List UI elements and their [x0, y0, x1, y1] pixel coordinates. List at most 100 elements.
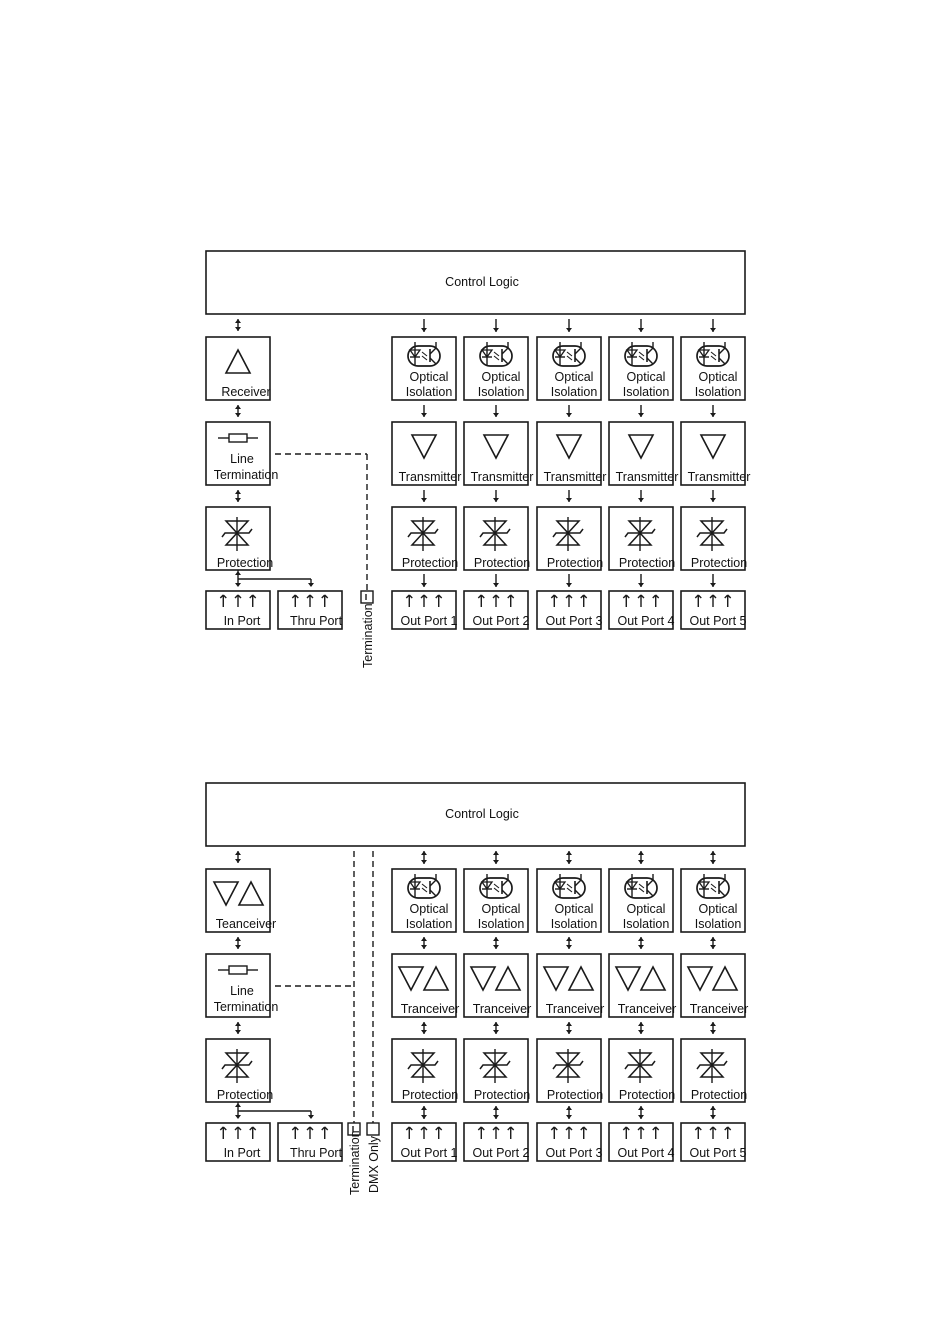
output-channel-1: OpticalIsolationTranceiverProtectionOut … — [391, 851, 460, 1162]
out-port-1 — [391, 590, 457, 630]
diagram-bottom-diagram: Control LogicTeanceiverLineTerminationPr… — [205, 782, 749, 1195]
bidirectional-arrow — [235, 1022, 241, 1034]
arrow-head — [638, 860, 644, 864]
out-port-4 — [608, 1122, 674, 1162]
output-channel-4: OpticalIsolationTranceiverProtectionOut … — [608, 851, 676, 1162]
arrow-head — [235, 490, 241, 494]
port-pins-icon — [291, 1126, 329, 1139]
arrow-head — [235, 583, 241, 587]
transceiver-block — [680, 953, 746, 1018]
down-arrow — [421, 405, 427, 417]
in-port — [205, 590, 271, 630]
down-arrow — [421, 574, 427, 587]
bidirectional-arrow — [566, 1022, 572, 1034]
optocoupler-icon — [552, 874, 586, 899]
optical-isolation-block — [463, 868, 529, 933]
isolation-label: Isolation — [551, 917, 598, 931]
out-port-5 — [680, 1122, 746, 1162]
arrow-head — [710, 937, 716, 941]
out-port-5 — [680, 590, 746, 630]
arrow-head — [493, 945, 499, 949]
arrow-head — [710, 1030, 716, 1034]
protection-label: Protection — [547, 1088, 603, 1102]
receiver-triangle-icon — [494, 965, 522, 991]
optocoupler-icon — [696, 342, 730, 367]
arrow-head — [710, 945, 716, 949]
line-termination-block — [205, 953, 271, 1018]
port-pins-icon — [291, 594, 329, 607]
tvs-diode-icon — [624, 1049, 656, 1083]
down-arrow — [421, 490, 427, 502]
down-arrow — [493, 490, 499, 502]
line-termination-label-2: Termination — [214, 468, 279, 482]
transmitter-triangle-icon — [410, 434, 438, 460]
dmx-switch-icon — [366, 1122, 380, 1136]
bidirectional-arrow — [235, 490, 241, 502]
arrow-head — [638, 937, 644, 941]
receiver-label: Receiver — [221, 385, 270, 399]
arrow-head — [421, 860, 427, 864]
protection-label: Protection — [217, 1088, 273, 1102]
bidirectional-arrow — [710, 1106, 716, 1119]
arrow-head — [493, 851, 499, 855]
down-arrow — [710, 319, 716, 332]
arrow-head — [710, 328, 716, 332]
optocoupler-icon — [624, 342, 658, 367]
protection-label: Protection — [402, 1088, 458, 1102]
out-port-label: Out Port 2 — [473, 1146, 530, 1160]
arrow-head — [421, 851, 427, 855]
optical-label: Optical — [627, 370, 666, 384]
optical-label: Optical — [555, 370, 594, 384]
tranceiver-label: Tranceiver — [401, 1002, 460, 1016]
tvs-diode-icon — [552, 517, 584, 551]
arrow-head — [710, 1115, 716, 1119]
optocoupler-icon — [479, 342, 513, 367]
arrow-head — [638, 583, 644, 587]
control-logic-block — [205, 782, 746, 847]
arrow-head — [566, 1106, 572, 1110]
optical-label: Optical — [410, 902, 449, 916]
transmitter-label: Transmitter — [544, 470, 607, 484]
arrow-head — [566, 937, 572, 941]
transceiver-block — [463, 953, 529, 1018]
transmitter-block — [680, 421, 746, 486]
transceiver-block — [205, 868, 271, 933]
tvs-diode-icon — [696, 1049, 728, 1083]
bidirectional-arrow — [235, 851, 241, 863]
resistor-icon — [218, 965, 258, 975]
bidirectional-arrow — [235, 937, 241, 949]
transmitter-triangle-icon — [627, 434, 655, 460]
transmitter-block — [391, 421, 457, 486]
out-port-label: Out Port 5 — [690, 614, 747, 628]
arrow-head — [421, 937, 427, 941]
transmitter-block — [463, 421, 529, 486]
output-channel-2: OpticalIsolationTranceiverProtectionOut … — [463, 851, 531, 1162]
down-arrow — [638, 319, 644, 332]
port-pins-icon — [622, 1126, 660, 1139]
port-pins-icon — [477, 594, 515, 607]
tranceiver-label: Tranceiver — [690, 1002, 749, 1016]
receiver-triangle-icon — [711, 965, 739, 991]
out-port-3 — [536, 1122, 602, 1162]
transmitter-triangle-icon — [397, 966, 425, 992]
isolation-label: Isolation — [478, 917, 525, 931]
arrow-head — [235, 571, 241, 575]
out-port-label: Out Port 5 — [690, 1146, 747, 1160]
protection-label: Protection — [691, 556, 747, 570]
termination-switch-icon — [347, 1122, 361, 1136]
arrow-head — [421, 413, 427, 417]
protection-block — [536, 506, 602, 571]
down-arrow — [493, 405, 499, 417]
down-arrow — [493, 319, 499, 332]
optical-label: Optical — [699, 902, 738, 916]
out-port-label: Out Port 4 — [618, 1146, 675, 1160]
tranceiver-label: Tranceiver — [546, 1002, 605, 1016]
port-pins-icon — [405, 594, 443, 607]
arrow-head — [638, 498, 644, 502]
receiver-triangle-icon — [237, 880, 265, 906]
out-port-label: Out Port 1 — [401, 614, 458, 628]
termination-dashed-link — [275, 453, 368, 591]
down-arrow — [638, 490, 644, 502]
port-pins-icon — [477, 1126, 515, 1139]
